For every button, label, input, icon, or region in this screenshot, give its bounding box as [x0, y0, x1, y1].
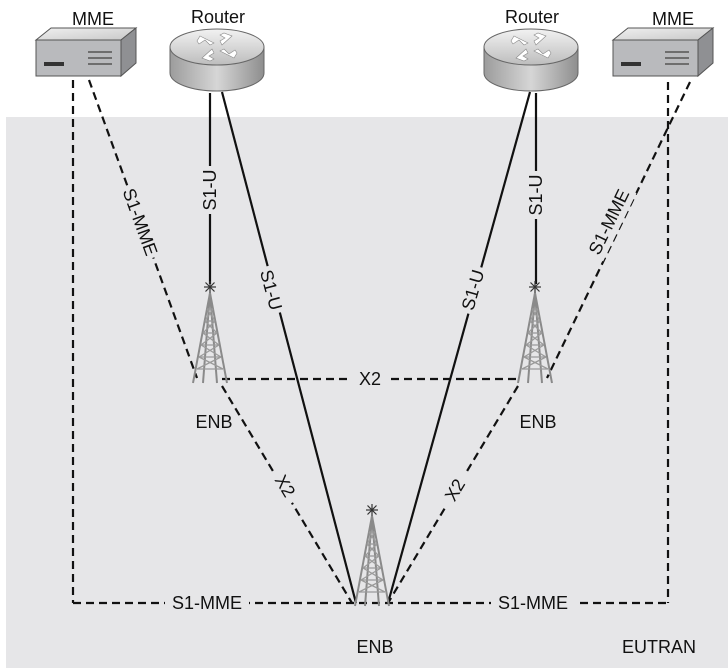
svg-text:S1-U: S1-U: [200, 169, 220, 210]
router-right-label: Router: [505, 7, 559, 27]
label-x2-top: X2: [352, 367, 388, 391]
label-s1-mme-bottom-left: S1-MME: [165, 591, 249, 615]
label-s1-mme-bottom-right: S1-MME: [491, 591, 575, 615]
label-s1-u-right-vertical: S1-U: [524, 171, 548, 219]
link-x2-left: [221, 385, 353, 604]
mme-right-label: MME: [652, 9, 694, 29]
link-s1-u-left-diagonal: [220, 91, 358, 604]
svg-text:S1-U: S1-U: [526, 174, 546, 215]
router-left-label: Router: [191, 7, 245, 27]
link-s1-mme-right: [546, 81, 691, 379]
eutran-label: EUTRAN: [622, 637, 696, 657]
enb-bottom-label: ENB: [356, 637, 393, 657]
mme-left-icon: [34, 26, 138, 78]
router-left-icon: [169, 28, 265, 92]
link-x2-right: [387, 385, 519, 604]
mme-left-label: MME: [72, 9, 114, 29]
mme-right-icon: [611, 26, 715, 78]
svg-text:S1-MME: S1-MME: [498, 593, 568, 613]
link-s1-u-right-diagonal: [386, 91, 532, 604]
svg-text:X2: X2: [359, 369, 381, 389]
label-s1-u-left-vertical: S1-U: [198, 166, 222, 214]
router-right-icon: [483, 28, 579, 92]
enb-right-label: ENB: [519, 412, 556, 432]
enb-left-label: ENB: [195, 412, 232, 432]
svg-text:S1-MME: S1-MME: [172, 593, 242, 613]
